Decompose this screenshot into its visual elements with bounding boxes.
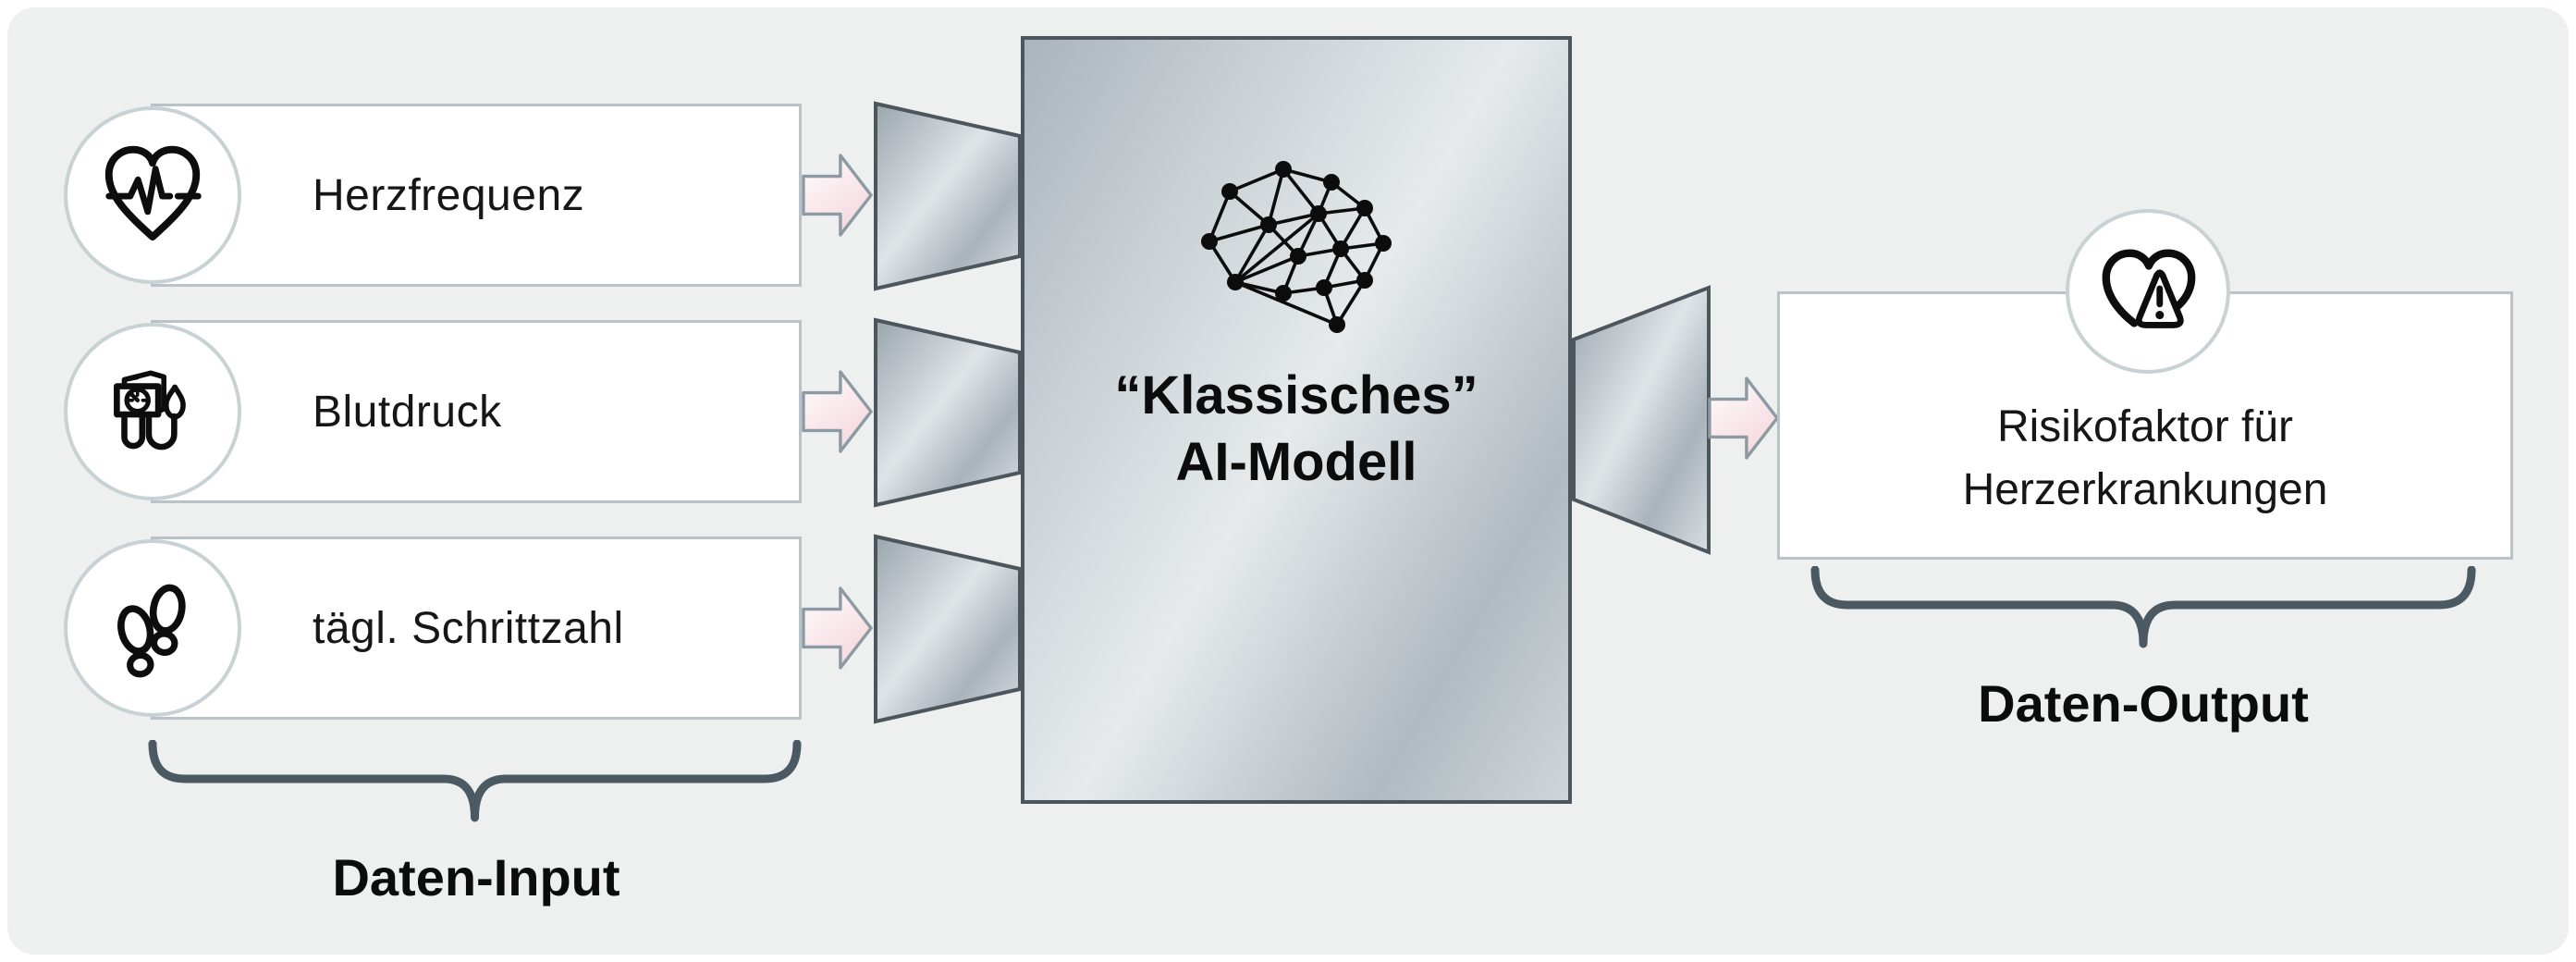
model-title-line2: AI-Modell	[1175, 431, 1417, 492]
input-label: Herzfrequenz	[313, 170, 585, 220]
input-label: tägl. Schrittzahl	[313, 603, 624, 653]
output-label: Risikofaktor für Herzerkrankungen	[1962, 402, 2328, 515]
arrow-right-icon	[802, 370, 873, 453]
model-title-line1: “Klassisches”	[1114, 365, 1478, 426]
funnel-shape	[874, 534, 1022, 724]
ai-model-box: “Klassisches” AI-Modell	[1021, 36, 1572, 804]
footsteps-icon	[64, 539, 241, 717]
arrow-right-icon	[1708, 376, 1779, 460]
arrow-right-icon	[802, 154, 873, 237]
arrow-right-icon	[802, 586, 873, 670]
input-card-step-count: tägl. Schrittzahl	[151, 536, 802, 720]
model-title: “Klassisches” AI-Modell	[1024, 363, 1568, 496]
output-funnel-shape	[1572, 285, 1711, 555]
neural-network-brain-icon	[1201, 161, 1392, 333]
output-label-wrap: Risikofaktor für Herzerkrankungen	[1777, 396, 2513, 522]
blood-pressure-icon	[64, 323, 241, 500]
input-card-heart-rate: Herzfrequenz	[151, 104, 802, 287]
input-label: Blutdruck	[313, 387, 502, 437]
output-group-brace	[1810, 566, 2476, 648]
funnel-shape	[874, 317, 1022, 508]
input-card-blood-pressure: Blutdruck	[151, 320, 802, 503]
heart-warning-icon	[2066, 209, 2230, 374]
input-group-brace	[148, 740, 802, 822]
funnel-shape	[874, 101, 1022, 291]
output-group-label: Daten-Output	[1978, 674, 2309, 733]
input-group-label: Daten-Input	[332, 848, 620, 906]
heart-rate-icon	[64, 106, 241, 284]
